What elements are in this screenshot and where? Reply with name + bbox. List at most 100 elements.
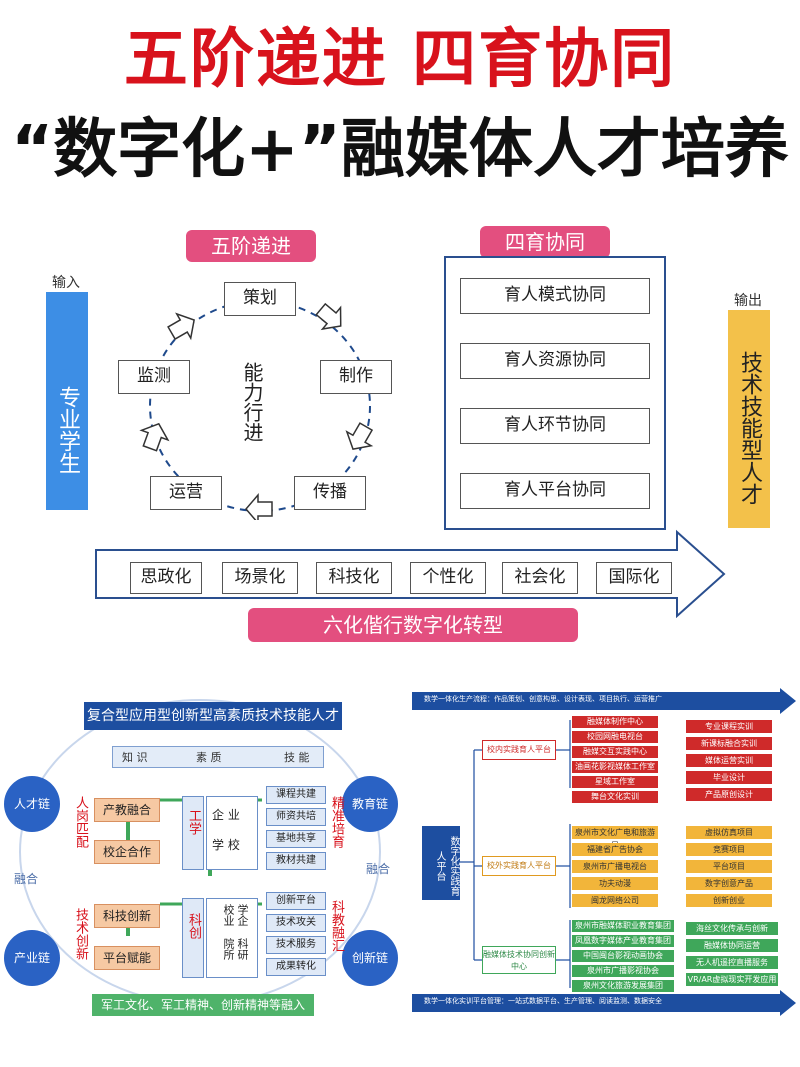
right-item-bottom-3: 技术服务 bbox=[266, 936, 326, 954]
input-bar: 专业学生 bbox=[46, 292, 88, 510]
mid-bottom-col-1: 学企 bbox=[236, 904, 249, 926]
cycle-arrow-1 bbox=[315, 302, 342, 331]
six-item-6: 国际化 bbox=[596, 562, 672, 594]
g3-right-4: VR/AR虚拟现实开发应用 bbox=[686, 973, 778, 986]
g1-right-2: 新课标融合实训 bbox=[686, 737, 772, 750]
right-item-top-2: 师资共培 bbox=[266, 808, 326, 826]
six-label: 六化偕行数字化转型 bbox=[248, 608, 578, 642]
left-red-bottom: 技术创新 bbox=[73, 908, 88, 960]
bottom-process-arrow bbox=[412, 990, 796, 1016]
g2-right-1: 虚拟仿真项目 bbox=[686, 826, 772, 839]
right-item-bottom-2: 技术攻关 bbox=[266, 914, 326, 932]
cycle-node-plan: 策划 bbox=[224, 282, 296, 316]
six-item-5: 社会化 bbox=[502, 562, 578, 594]
cycle-node-produce: 制作 bbox=[320, 360, 392, 394]
four-edu-item-4: 育人平台协同 bbox=[460, 473, 650, 509]
four-edu-item-3: 育人环节协同 bbox=[460, 408, 650, 444]
left-red-top: 人岗匹配 bbox=[73, 796, 88, 848]
right-item-top-4: 教材共建 bbox=[266, 852, 326, 870]
lower-left-top-banner: 复合型应用型创新型高素质技术技能人才 bbox=[84, 702, 342, 730]
top-process-text: 数学一体化生产流程：作品策划、创意构思、设计表现、项目执行、运营推广 bbox=[424, 695, 662, 703]
circle-innovation: 创新链 bbox=[342, 930, 398, 986]
right-item-top-1: 课程共建 bbox=[266, 786, 326, 804]
group-label-1: 校内实践育人平台 bbox=[482, 740, 556, 760]
circle-education: 教育链 bbox=[342, 776, 398, 832]
cycle-arrow-4 bbox=[139, 422, 170, 452]
output-label: 输出 bbox=[734, 293, 762, 309]
cycle-arrow-5 bbox=[167, 312, 195, 341]
g2-left-5: 闽龙网络公司 bbox=[572, 894, 658, 907]
kv-row bbox=[112, 746, 324, 768]
group-label-2: 校外实践育人平台 bbox=[482, 856, 556, 876]
g3-left-5: 泉州文化旅游发展集团 bbox=[572, 980, 674, 992]
kv-quality: 素 质 bbox=[196, 751, 222, 764]
g2-right-5: 创新创业 bbox=[686, 894, 772, 907]
cycle-arrow-3 bbox=[245, 492, 273, 520]
g1-left-5: 星域工作室 bbox=[572, 776, 658, 788]
mid-left-bottom: 科创 bbox=[182, 898, 204, 978]
g1-left-1: 融媒体制作中心 bbox=[572, 716, 658, 728]
six-item-3: 科技化 bbox=[316, 562, 392, 594]
g1-right-4: 毕业设计 bbox=[686, 771, 772, 784]
five-stage-label: 五阶递进 bbox=[186, 230, 316, 262]
bottom-process-text: 数学一体化实训平台管理：一站式数据平台、生产管理、阅读监测、数据安全 bbox=[424, 997, 662, 1005]
g1-left-3: 融媒交互实践中心 bbox=[572, 746, 658, 758]
lower-left-bottom-banner: 军工文化、军工精神、创新精神等融入 bbox=[92, 994, 314, 1016]
six-item-1: 思政化 bbox=[130, 562, 202, 594]
g2-left-1: 泉州市文化广电和旅游局 bbox=[572, 826, 658, 850]
six-item-4: 个性化 bbox=[410, 562, 486, 594]
g3-left-4: 泉州市广播影视协会 bbox=[572, 965, 674, 977]
cycle-node-operate: 运营 bbox=[150, 476, 222, 510]
orange-item-3: 科技创新 bbox=[94, 904, 160, 928]
right-item-bottom-4: 成果转化 bbox=[266, 958, 326, 976]
right-red-top: 精准培育 bbox=[329, 796, 344, 848]
right-item-bottom-1: 创新平台 bbox=[266, 892, 326, 910]
sub-title: “数字化+”融媒体人才培养 bbox=[11, 113, 789, 187]
top-process-arrow bbox=[412, 688, 796, 714]
g3-left-1: 泉州市融媒体职业教育集团 bbox=[572, 920, 674, 932]
kv-skill: 技 能 bbox=[284, 751, 310, 764]
g2-left-3: 泉州市广播电视台 bbox=[572, 860, 658, 873]
g2-right-2: 竞赛项目 bbox=[686, 843, 772, 856]
mid-bottom-col-4: 院所 bbox=[222, 938, 235, 960]
g1-left-2: 校园网融电视台 bbox=[572, 731, 658, 743]
kv-knowledge: 知 识 bbox=[122, 751, 148, 764]
cycle-arrow-2 bbox=[345, 422, 374, 450]
fuse-left: 融合 bbox=[14, 872, 39, 886]
g2-left-2: 福建省广告协会 bbox=[572, 843, 658, 856]
g3-left-2: 凤凰数字媒体产业教育集团 bbox=[572, 935, 674, 947]
mid-bottom-box bbox=[206, 898, 258, 978]
mid-top-line-1: 企 业 bbox=[212, 808, 240, 822]
g2-right-4: 数字创意产品 bbox=[686, 877, 772, 890]
g2-right-3: 平台项目 bbox=[686, 860, 772, 873]
g3-right-1: 海丝文化传承与创新 bbox=[686, 922, 778, 935]
six-item-2: 场景化 bbox=[222, 562, 298, 594]
mid-left-top: 工学 bbox=[182, 796, 204, 870]
mid-bottom-col-2: 校业 bbox=[222, 904, 235, 926]
four-edu-item-1: 育人模式协同 bbox=[460, 278, 650, 314]
orange-item-2: 校企合作 bbox=[94, 840, 160, 864]
g1-left-6: 舞台文化实训 bbox=[572, 791, 658, 803]
practice-platform-box: 数字化实践育人平台 bbox=[422, 826, 460, 900]
orange-item-4: 平台赋能 bbox=[94, 946, 160, 970]
g1-right-5: 产品原创设计 bbox=[686, 788, 772, 801]
g1-left-4: 油画花影视媒体工作室 bbox=[572, 761, 658, 773]
four-edu-item-2: 育人资源协同 bbox=[460, 343, 650, 379]
g2-left-4: 功夫动漫 bbox=[572, 877, 658, 890]
four-edu-frame bbox=[444, 256, 666, 530]
right-item-top-3: 基地共享 bbox=[266, 830, 326, 848]
cycle-center-text: 能力行进 bbox=[240, 362, 264, 442]
group-label-3: 融媒体技术协同创新中心 bbox=[482, 946, 556, 974]
cycle-ring bbox=[149, 300, 371, 512]
orange-item-1: 产教融合 bbox=[94, 798, 160, 822]
g1-right-3: 媒体运营实训 bbox=[686, 754, 772, 767]
mid-top-box bbox=[206, 796, 258, 870]
g1-right-1: 专业课程实训 bbox=[686, 720, 772, 733]
output-bar: 技术技能型人才 bbox=[728, 310, 770, 528]
circle-industry: 产业链 bbox=[4, 930, 60, 986]
four-edu-label: 四育协同 bbox=[480, 226, 610, 258]
mid-top-line-2: 学 校 bbox=[212, 838, 240, 852]
cycle-node-spread: 传播 bbox=[294, 476, 366, 510]
fuse-right: 融合 bbox=[366, 862, 391, 876]
cycle-node-monitor: 监测 bbox=[118, 360, 190, 394]
